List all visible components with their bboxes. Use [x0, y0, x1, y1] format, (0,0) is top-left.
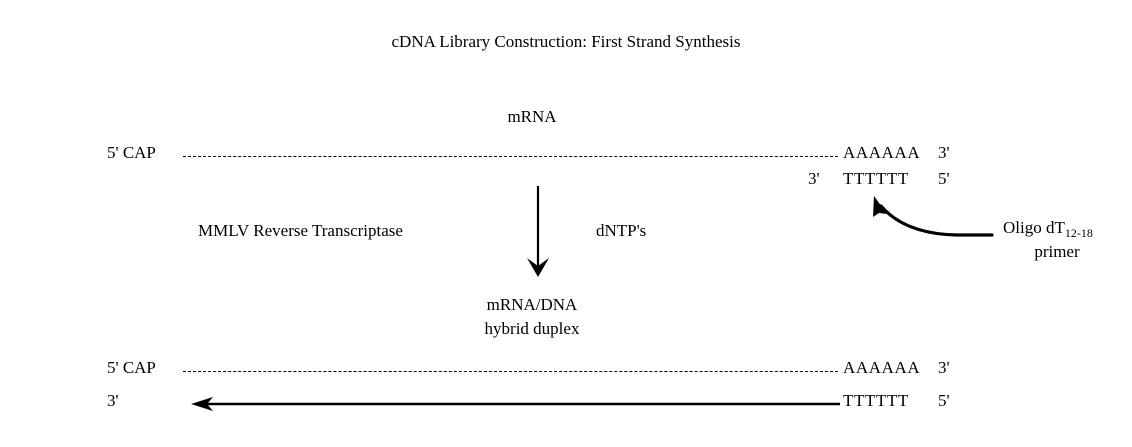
enzyme-label: MMLV Reverse Transcriptase [198, 221, 403, 240]
top-template-poly-a-tail: AAAAAA [843, 143, 921, 162]
top-template-three-prime-end: 3' [938, 143, 950, 162]
product-cdna-three-prime-end: 3' [107, 391, 119, 410]
mrna-label: mRNA [507, 107, 557, 126]
primer-curved-arrow [873, 196, 994, 237]
product-label-line2: hybrid duplex [484, 319, 580, 338]
top-primer-three-prime-end: 3' [808, 169, 820, 188]
primer-callout-name-text: Oligo dT [1003, 218, 1065, 237]
top-primer-five-prime-end: 5' [938, 169, 950, 188]
top-mrna-dashed-strand [183, 156, 838, 157]
primer-callout-name: Oligo dT12-18 [1003, 219, 1093, 239]
primer-callout-second-line: primer [1034, 242, 1080, 261]
product-mrna-dashed-strand [183, 371, 838, 372]
primer-length-subscript: 12-18 [1064, 225, 1093, 240]
product-cdna-poly-t: TTTTTT [843, 391, 909, 410]
diagram-title: cDNA Library Construction: First Strand … [391, 32, 741, 51]
product-template-poly-a-tail: AAAAAA [843, 358, 921, 377]
top-primer-poly-t: TTTTTT [843, 169, 909, 188]
product-cdna-five-prime-end: 5' [938, 391, 950, 410]
cdna-synthesis-left-arrow [191, 397, 840, 411]
dntp-label: dNTP's [596, 221, 647, 240]
product-template-three-prime-end: 3' [938, 358, 950, 377]
product-template-five-prime-cap: 5' CAP [107, 358, 156, 377]
reaction-down-arrow [527, 186, 549, 277]
product-label-line1: mRNA/DNA [486, 295, 578, 314]
top-template-five-prime-cap: 5' CAP [107, 143, 156, 162]
